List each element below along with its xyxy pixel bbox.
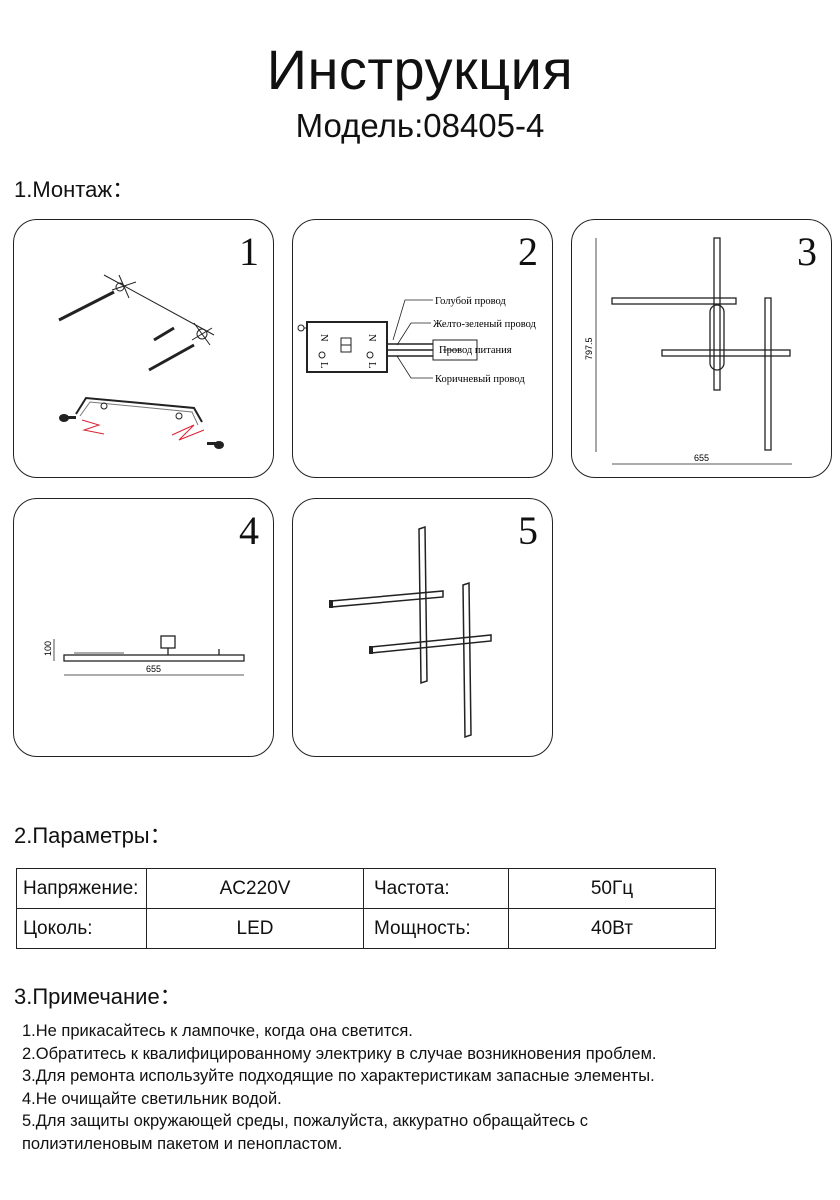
step-number: 4 (239, 508, 259, 553)
param-label-frequency: Частота: (363, 868, 509, 909)
list-item: 2.Обратитесь к квалифицированному электр… (22, 1044, 657, 1063)
side-dimensions-drawing: 100 655 (43, 635, 245, 676)
label-brown-wire: Коричневый провод (435, 374, 525, 385)
height-dimension: 100 (43, 641, 53, 656)
param-value-power: 40Вт (508, 908, 716, 949)
step-number: 2 (518, 229, 538, 274)
parameters-table: Напряжение: AC220V Частота: 50Гц Цоколь:… (16, 868, 716, 949)
terminal-neutral-mark: N (366, 334, 377, 342)
step-number: 1 (239, 229, 259, 274)
list-item: 4.Не очищайте светильник водой. (22, 1089, 282, 1108)
label-blue-wire: Голубой провод (435, 296, 506, 307)
table-row: Цоколь: LED Мощность: 40Вт (16, 908, 716, 949)
document-title: Инструкция (266, 38, 574, 101)
param-value-socket: LED (146, 908, 364, 949)
step-number: 5 (518, 508, 538, 553)
section-heading-parameters: 2.Параметры： (14, 823, 172, 848)
terminal-line-mark: L (318, 362, 329, 368)
section-heading-notes: 3.Примечание： (14, 984, 182, 1009)
height-dimension: 797.5 (584, 337, 594, 360)
label-power-cable: Провод питания (439, 345, 512, 356)
anchor-bracket-illustration (58, 274, 224, 449)
step-panel-1: 1 (13, 219, 274, 478)
model-number: Модель:08405-4 (295, 107, 545, 144)
param-label-socket: Цоколь: (16, 908, 147, 949)
wiring-diagram: N L N L Голубой провод Желто-зеленый про… (297, 296, 537, 385)
width-dimension: 655 (146, 664, 161, 674)
table-row: Напряжение: AC220V Частота: 50Гц (16, 868, 716, 909)
list-item: 1.Не прикасайтесь к лампочке, когда она … (22, 1022, 413, 1040)
step-panel-4: 4 100 655 (13, 498, 274, 757)
terminal-neutral-mark: N (318, 334, 329, 342)
step-number: 3 (797, 229, 817, 274)
param-label-power: Мощность: (363, 908, 509, 949)
lamp-perspective-view (329, 525, 492, 739)
width-dimension: 655 (694, 453, 709, 463)
list-item: полиэтиленовым пакетом и пенопластом. (22, 1134, 343, 1153)
section-heading-mounting: 1.Монтаж： (14, 177, 135, 202)
notes-list: 1.Не прикасайтесь к лампочке, когда она … (22, 1020, 822, 1155)
list-item: 5.Для защиты окружающей среды, пожалуйст… (22, 1112, 588, 1130)
label-yellow-green-wire: Желто-зеленый провод (433, 319, 537, 330)
step-panel-3: 3 797.5 655 (571, 219, 832, 478)
param-label-voltage: Напряжение: (16, 868, 147, 909)
step-panel-2: 2 N L N L Голубой провод Желто-зеленый п… (292, 219, 553, 478)
terminal-line-mark: L (366, 362, 377, 368)
front-dimensions-drawing: 797.5 655 (584, 237, 792, 465)
list-item: 3.Для ремонта используйте подходящие по … (22, 1067, 655, 1085)
param-value-frequency: 50Гц (508, 868, 716, 909)
param-value-voltage: AC220V (146, 868, 364, 909)
step-panel-5: 5 (292, 498, 553, 757)
